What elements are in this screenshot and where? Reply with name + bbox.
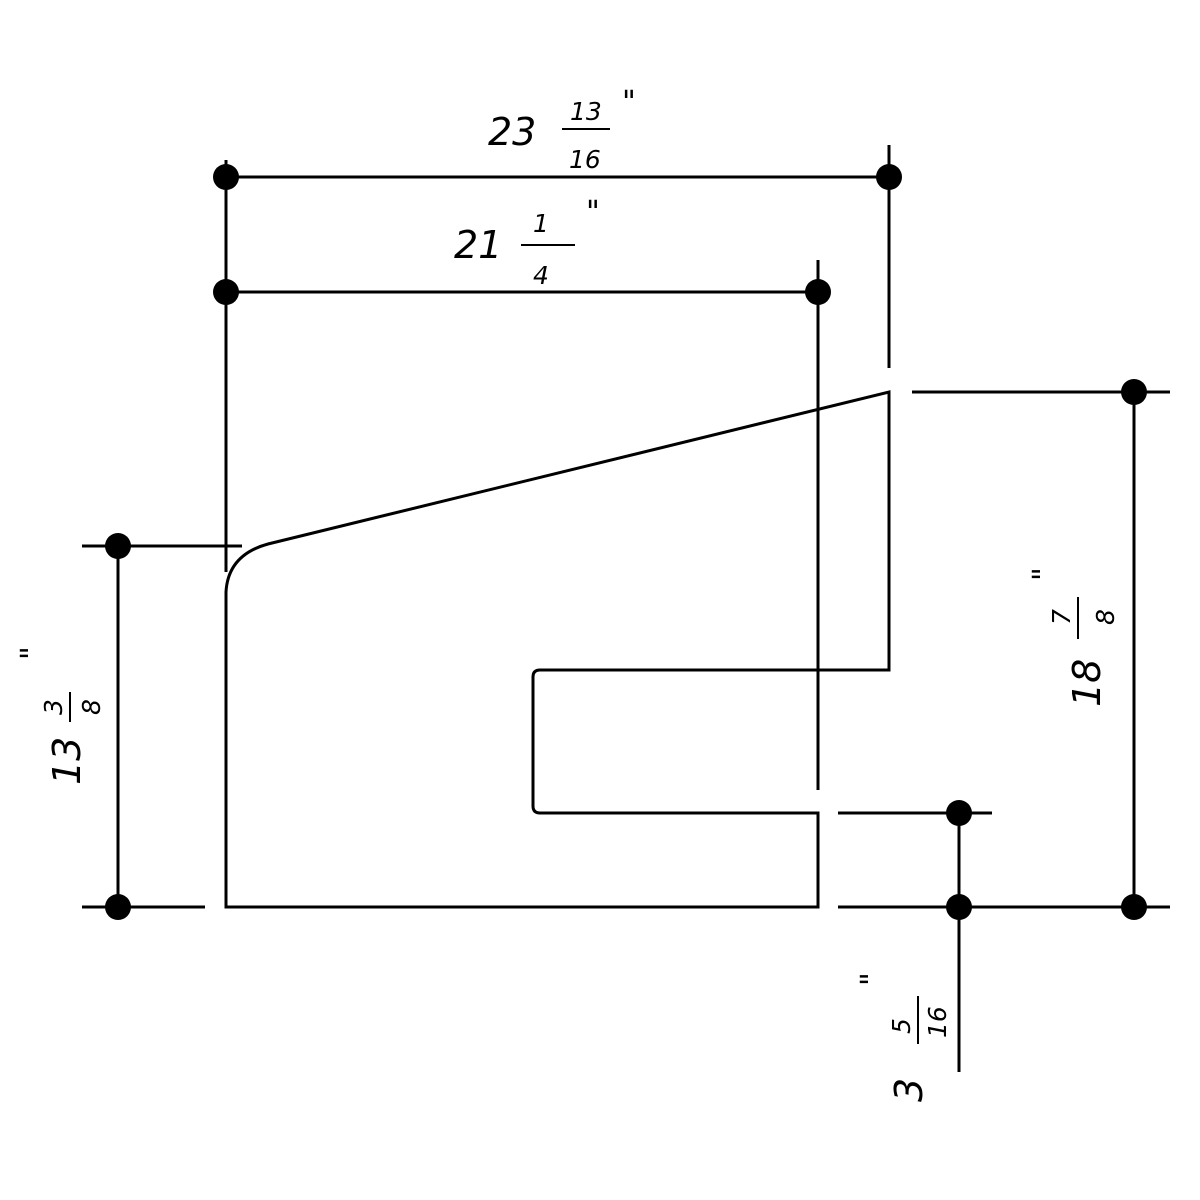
label-whole: 23: [488, 110, 536, 154]
label-numerator: 13: [570, 97, 602, 126]
dimension-label-notch: 3 5 16 ": [855, 972, 952, 1102]
label-denominator: 8: [77, 699, 106, 715]
dimension-dot: [805, 279, 831, 305]
label-whole: 21: [454, 223, 502, 267]
dimension-dot: [1121, 894, 1147, 920]
dimension-label-left: 13 3 8 ": [15, 646, 106, 785]
dimension-label-top-outer: 23 13 16 ": [488, 85, 636, 174]
label-unit: ": [855, 972, 890, 986]
label-numerator: 5: [887, 1018, 916, 1034]
label-unit: ": [622, 85, 636, 120]
dimension-dot: [213, 279, 239, 305]
dimension-dot: [105, 533, 131, 559]
dimension-label-right: 18 7 8 ": [1027, 567, 1120, 707]
label-unit: ": [15, 646, 50, 660]
label-whole: 18: [1065, 659, 1109, 707]
dimension-dot: [946, 894, 972, 920]
label-denominator: 4: [533, 261, 549, 290]
dimension-dot: [105, 894, 131, 920]
label-whole: 13: [45, 737, 89, 785]
dimension-dot: [213, 164, 239, 190]
label-denominator: 16: [569, 145, 601, 174]
label-whole: 3: [887, 1078, 931, 1102]
dimension-dot: [876, 164, 902, 190]
dimension-dot: [1121, 379, 1147, 405]
label-denominator: 16: [923, 1006, 952, 1038]
label-unit: ": [586, 195, 600, 230]
dimension-label-top-inner: 21 1 4 ": [454, 195, 600, 290]
label-numerator: 1: [533, 209, 549, 238]
label-denominator: 8: [1091, 609, 1120, 625]
label-unit: ": [1027, 567, 1062, 581]
part-outline: [224, 390, 891, 909]
dimension-dot: [946, 800, 972, 826]
label-numerator: 7: [1047, 609, 1076, 625]
label-numerator: 3: [39, 699, 68, 715]
